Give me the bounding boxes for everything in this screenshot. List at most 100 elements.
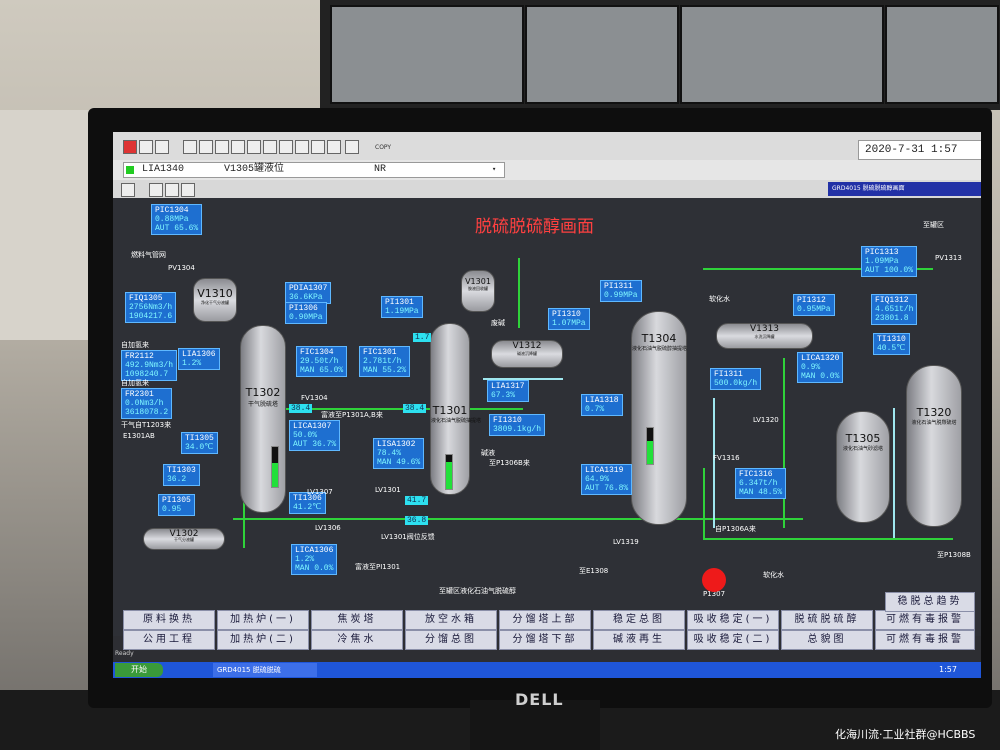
nav-button[interactable]: 放空水箱	[405, 610, 497, 630]
overview-icon[interactable]	[199, 140, 213, 154]
taskbar-item[interactable]: GRD4015 脱硫脱硫	[213, 663, 317, 677]
silence-icon[interactable]	[345, 140, 359, 154]
vessel-V1312[interactable]: V1312 碱液沉降罐	[491, 340, 563, 368]
nav-button[interactable]: 冷焦水	[311, 630, 403, 650]
tower-T1320[interactable]: T1320 液化石油气脱羰硫塔	[906, 365, 962, 527]
soft-water-label: 软化水	[709, 295, 730, 303]
name-icon[interactable]	[295, 140, 309, 154]
help-icon[interactable]	[263, 140, 277, 154]
tower-T1304[interactable]: T1304 液化石油气脱硫醇抽提塔	[631, 311, 687, 525]
nav-button[interactable]: 分馏塔上部	[499, 610, 591, 630]
refresh-icon[interactable]	[165, 183, 179, 197]
tower-desc: 干气脱硫塔	[247, 401, 278, 408]
inst-value: 50.0%	[293, 431, 318, 440]
nav-button[interactable]: 吸收稳定(一)	[687, 610, 779, 630]
pipe	[483, 378, 563, 380]
window-icon[interactable]	[311, 140, 325, 154]
tag-select[interactable]: LIA1340 V1305罐液位 NR ▾	[123, 162, 505, 178]
nav-button[interactable]: 可燃有毒报警	[875, 610, 975, 630]
nav-button[interactable]: 碱液再生	[593, 630, 685, 650]
tuning-icon[interactable]	[247, 140, 261, 154]
settings-icon[interactable]	[181, 183, 195, 197]
camera-icon[interactable]	[327, 140, 341, 154]
tower-T1301[interactable]: T1301 液化石油气脱硫抽提塔	[430, 323, 481, 495]
tower-id: T1302	[245, 386, 281, 399]
nav-button[interactable]: 可燃有毒报警	[875, 630, 975, 650]
inst-value: 40.5℃	[877, 344, 906, 353]
nav-button[interactable]: 分馏塔下部	[499, 630, 591, 650]
nav-button[interactable]: 分馏总图	[405, 630, 497, 650]
chevron-down-icon[interactable]: ▾	[492, 166, 497, 174]
tag-mode: NR	[374, 164, 387, 175]
save-icon[interactable]	[121, 183, 135, 197]
inst-value: 492.9Nm3/h	[125, 361, 174, 370]
pump-p1307-icon[interactable]	[702, 568, 726, 592]
nav-button[interactable]: 脱硫脱硫醇	[781, 610, 873, 630]
vessel-V1302[interactable]: V1302 干气分液罐	[143, 528, 225, 550]
start-button[interactable]: 开始	[115, 663, 163, 677]
toolbar-tag: LIA1340 V1305罐液位 NR ▾	[113, 160, 981, 180]
trend-icon[interactable]	[155, 140, 169, 154]
edit-icon[interactable]	[149, 183, 163, 197]
nav-button[interactable]: 加热炉(一)	[217, 610, 309, 630]
vessel-V1313[interactable]: V1313 水洗沉降罐	[716, 323, 813, 349]
nav-button[interactable]: 总貌图	[781, 630, 873, 650]
detail-icon[interactable]	[231, 140, 245, 154]
group-icon[interactable]	[215, 140, 229, 154]
level-fill	[446, 462, 452, 489]
inst-value: 1.09MPa	[865, 257, 899, 266]
nav-button[interactable]: 焦炭塔	[311, 610, 403, 630]
nav-button[interactable]: 加热炉(二)	[217, 630, 309, 650]
tower-T1302[interactable]: T1302 干气脱硫塔	[240, 325, 286, 513]
print-icon[interactable]	[183, 140, 197, 154]
inst-mode: 23801.8	[875, 314, 909, 323]
inst-mode: MAN 49.6%	[377, 458, 421, 467]
inst-tag: FR2301	[125, 390, 154, 399]
inst-tag: PI1306	[289, 304, 318, 313]
nav-button[interactable]: 公用工程	[123, 630, 215, 650]
alarm-icon[interactable]	[123, 140, 137, 154]
nav-button-trend[interactable]: 稳脱总趋势	[885, 592, 975, 612]
graphic-icon[interactable]	[139, 140, 153, 154]
nav-button[interactable]: 原料换热	[123, 610, 215, 630]
tower-T1305[interactable]: T1305 液化石油气砂滤塔	[836, 411, 890, 523]
vessel-V1310[interactable]: V1310 净化干气分液罐	[193, 278, 237, 322]
navigate-icon[interactable]	[279, 140, 293, 154]
nav-button[interactable]: 稳定总图	[593, 610, 685, 630]
nav-button[interactable]: 吸收稳定(二)	[687, 630, 779, 650]
inst-value: 0.99MPa	[604, 291, 638, 300]
pillar	[0, 110, 95, 340]
vessel-V1301[interactable]: V1301 胺液回收罐	[461, 270, 495, 312]
copy-button[interactable]: COPY	[375, 144, 392, 151]
